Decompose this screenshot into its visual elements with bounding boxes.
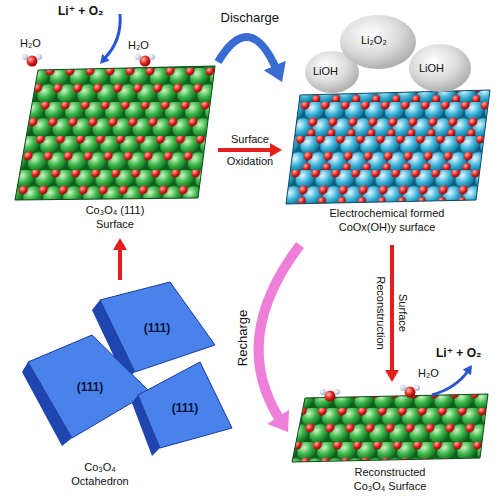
hydrogen-atom [320,389,326,395]
molecule-label: H₂O [128,38,149,52]
arrow-head [113,238,127,250]
edge-label: Recharge [236,310,250,366]
oxygen-atom [27,56,38,67]
connector-line [259,245,300,421]
water-molecule [320,389,340,402]
arrow-head [264,61,286,82]
reactant-arrow [105,14,120,58]
product-blob [340,15,416,69]
connector-arrow [259,245,300,432]
caption-text: Reconstructed Co₃O₄ Surface [345,465,435,493]
octahedron-face [100,282,215,372]
water-molecule [22,54,42,67]
product-blob [409,44,471,92]
arrow-head [100,54,110,64]
oxygen-atom [405,387,416,398]
arrow-head [385,370,399,382]
crystal-slab [292,394,488,462]
reactant-label: Li⁺ + O₂ [58,4,103,18]
product-label: LiOH [313,64,338,78]
arrow-head [463,365,472,375]
hydrogen-atom [135,54,141,60]
molecule-label: H₂O [20,36,41,50]
edge-label: Surface Oxidation [219,128,281,172]
facet-label: (111) [65,380,115,394]
hydrogen-atom [22,54,28,60]
octahedron-face [28,335,150,438]
caption-text: Electrochemical formed CoOx(OH)y surface [320,206,455,234]
hydrogen-atom [400,385,406,391]
product-label: LiOH [419,61,444,75]
octahedron [22,335,150,446]
connector-arrow [385,245,399,382]
octahedron [132,362,232,456]
water-molecule [135,54,155,67]
connector-line [118,246,122,280]
connector-arrow [218,143,282,157]
oxygen-atom [325,391,336,402]
facet-label: (111) [132,321,182,335]
product-label: Li⁺ + O₂ [436,346,481,360]
surface-panel: Reconstructed Co₃O₄ Surface [288,382,490,495]
connector-line [218,37,277,70]
hydrogen-atom [414,385,420,391]
oxygen-atom [140,56,151,67]
arrow-head [267,410,289,432]
crystal-panel: (111) (111) (111) Co₃O₄ Octahedron [12,280,234,495]
connector-arrow [113,238,127,280]
caption-text: Co₃O₄ Octahedron [63,460,138,488]
edge-label: Surface Reconstruction [370,270,414,356]
facet-label: (111) [160,401,210,415]
molecule-label: H₂O [418,366,439,380]
hydrogen-atom [149,54,155,60]
hydrogen-atom [36,54,42,60]
edge-label: Discharge [221,11,280,25]
arrow-head [270,143,282,157]
crystal-slab [15,66,215,200]
hydrogen-atom [334,389,340,395]
product-label: Li₂O₂ [361,33,387,47]
connector-line [218,148,274,152]
connector-arrow [218,37,286,82]
surface-panel: Co₃O₄ (111) Surface [12,48,218,238]
crystal-slab [286,90,490,204]
octahedron-face [138,362,232,448]
connector-line [390,245,394,374]
caption-text: Co₃O₄ (111) Surface [75,203,155,231]
water-molecule [400,385,420,398]
